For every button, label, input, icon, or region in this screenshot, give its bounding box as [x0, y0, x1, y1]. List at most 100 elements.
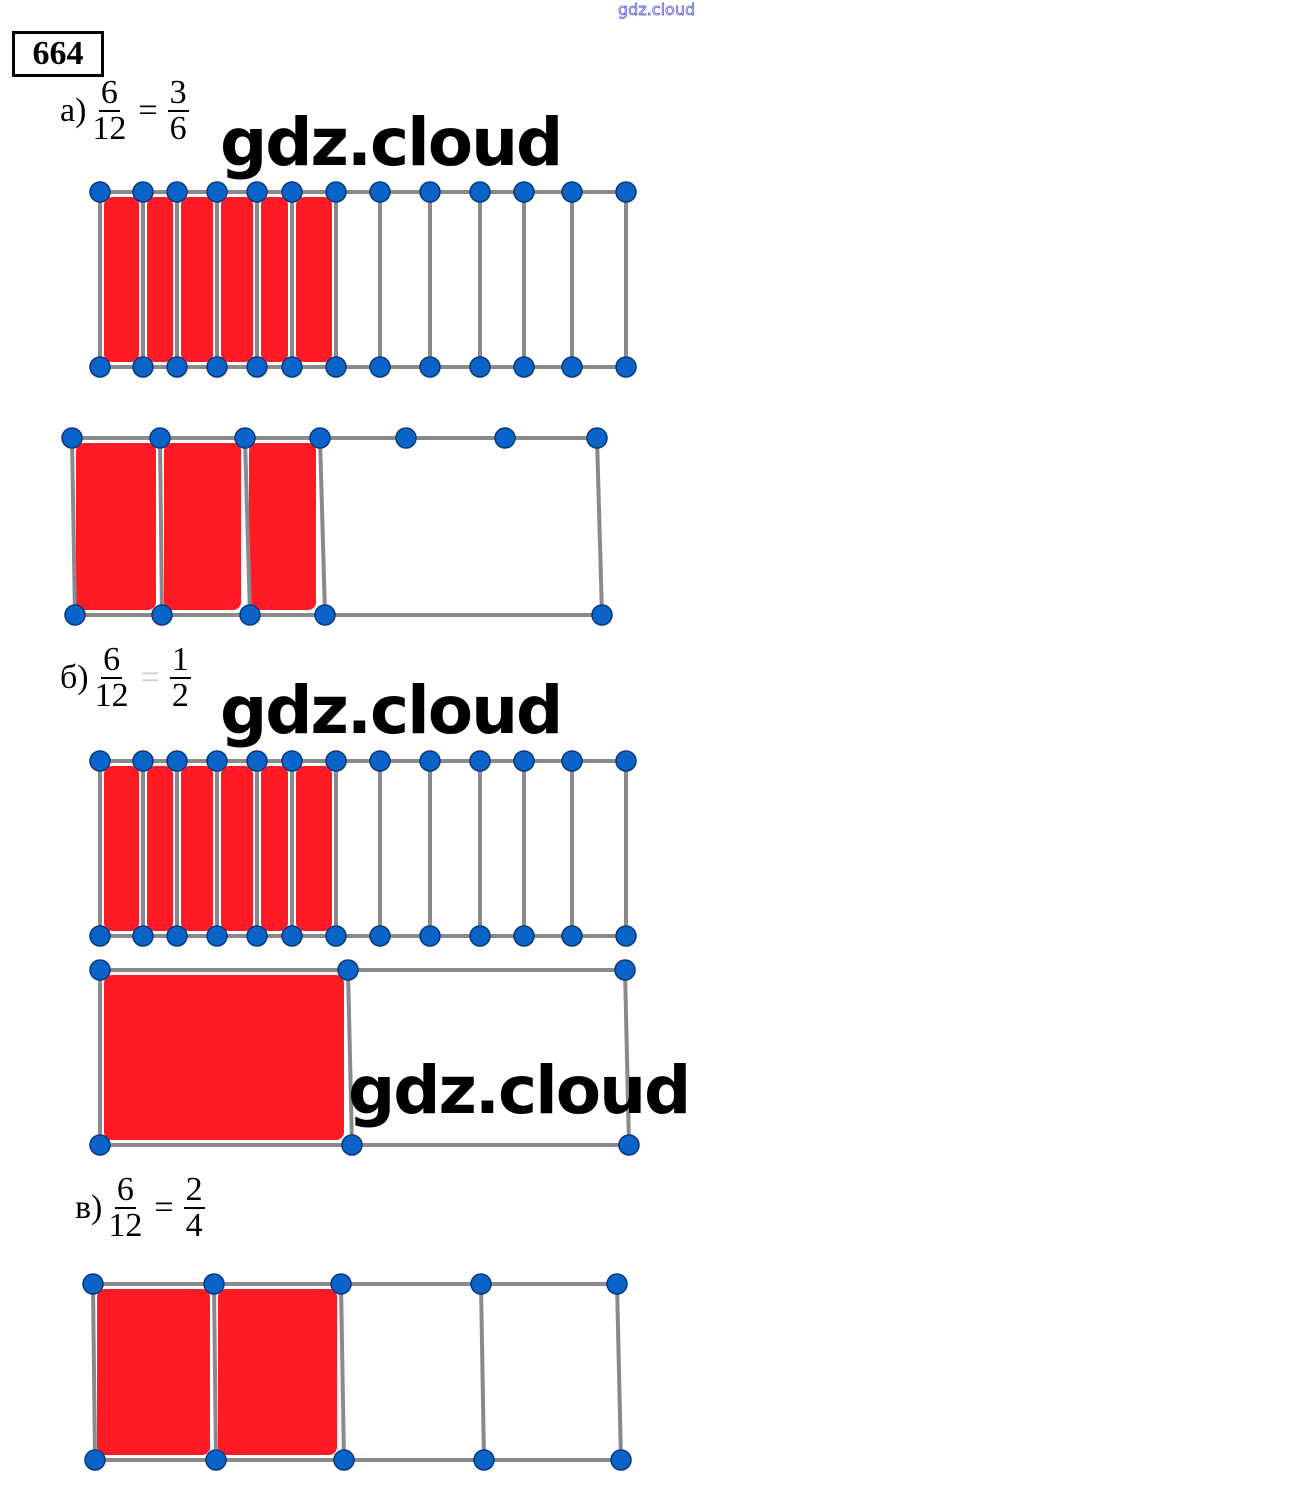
point [615, 925, 637, 947]
point [561, 356, 583, 378]
denominator: 6 [169, 110, 187, 147]
shaded-cell [221, 766, 253, 931]
shaded-cell [261, 197, 288, 362]
point [166, 925, 188, 947]
denominator: 12 [94, 677, 129, 714]
equals: = [154, 1189, 174, 1226]
shaded-cell [147, 766, 173, 931]
divider-line [615, 1283, 623, 1461]
shaded-cell [296, 197, 332, 362]
point [61, 427, 83, 449]
point [419, 356, 441, 378]
point [166, 356, 188, 378]
point [89, 1134, 111, 1156]
point [513, 925, 535, 947]
point [166, 750, 188, 772]
point [369, 181, 391, 203]
point [234, 427, 256, 449]
numerator: 6 [114, 1171, 136, 1209]
point [561, 181, 583, 203]
point [82, 1273, 104, 1295]
point [206, 925, 228, 947]
point [473, 1449, 495, 1471]
point [84, 1449, 106, 1471]
point [561, 750, 583, 772]
point [132, 925, 154, 947]
point [246, 750, 268, 772]
point [132, 181, 154, 203]
point [314, 604, 336, 626]
point [591, 604, 613, 626]
point [325, 925, 347, 947]
point [469, 750, 491, 772]
point [469, 925, 491, 947]
denominator: 2 [171, 677, 189, 714]
numerator: 3 [167, 74, 189, 112]
point [395, 427, 417, 449]
point [151, 604, 173, 626]
point [281, 925, 303, 947]
point [333, 1449, 355, 1471]
point [325, 750, 347, 772]
divider-line [158, 437, 164, 616]
shaded-cell [76, 443, 156, 610]
watermark: gdz.cloud [348, 1052, 691, 1129]
point [166, 181, 188, 203]
shaded-cell [104, 766, 139, 931]
shaded-cell [249, 443, 316, 610]
point [206, 750, 228, 772]
point [513, 181, 535, 203]
problem-number: 664 [12, 31, 104, 77]
point [606, 1273, 628, 1295]
point [246, 181, 268, 203]
equals: = [140, 659, 160, 696]
shaded-cell [218, 1289, 337, 1455]
point [419, 925, 441, 947]
point [615, 750, 637, 772]
divider-line [91, 1283, 97, 1461]
divider-line [479, 1283, 486, 1461]
numerator: 1 [169, 641, 191, 679]
point [89, 925, 111, 947]
divider-line [623, 969, 631, 1146]
divider-line [595, 437, 604, 616]
point [246, 925, 268, 947]
shaded-cell [147, 197, 173, 362]
label: в) [75, 1189, 103, 1226]
point [281, 356, 303, 378]
point [610, 1449, 632, 1471]
point [618, 1134, 640, 1156]
point [281, 181, 303, 203]
point [89, 356, 111, 378]
watermark: gdz.cloud [220, 672, 563, 749]
point [615, 181, 637, 203]
point [337, 959, 359, 981]
point [615, 356, 637, 378]
point [246, 356, 268, 378]
shaded-cell [164, 443, 241, 610]
point [586, 427, 608, 449]
point [325, 181, 347, 203]
denominator: 12 [92, 110, 127, 147]
point [149, 427, 171, 449]
shaded-cell [104, 197, 139, 362]
shaded-cell [261, 766, 288, 931]
divider-line [318, 437, 327, 616]
divider-line [339, 1283, 346, 1461]
numerator: 6 [101, 641, 123, 679]
point [369, 925, 391, 947]
point [239, 604, 261, 626]
point [89, 959, 111, 981]
divider-line [212, 1283, 218, 1461]
point [205, 1449, 227, 1471]
point [470, 1273, 492, 1295]
equals: = [138, 92, 158, 129]
point [419, 750, 441, 772]
denominator: 4 [185, 1207, 203, 1244]
point [206, 356, 228, 378]
point [206, 181, 228, 203]
